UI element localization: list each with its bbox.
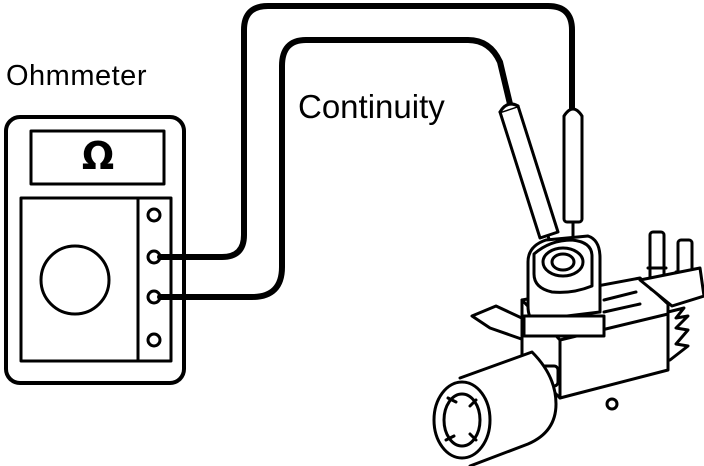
probe-left: [498, 102, 560, 262]
ohmmeter-label: Ohmmeter: [6, 60, 147, 92]
ohmmeter: [4, 115, 186, 385]
terminal-4: [146, 332, 162, 348]
terminal-1: [146, 207, 162, 223]
probe-right: [562, 107, 584, 260]
continuity-label: Continuity: [298, 88, 445, 125]
vacuum-switching-valve: [432, 230, 704, 466]
ohmmeter-display-symbol: Ω: [81, 134, 115, 178]
meter-dial: [39, 244, 111, 316]
test-lead-outer: [157, 3, 575, 260]
test-lead-inner: [157, 37, 513, 300]
